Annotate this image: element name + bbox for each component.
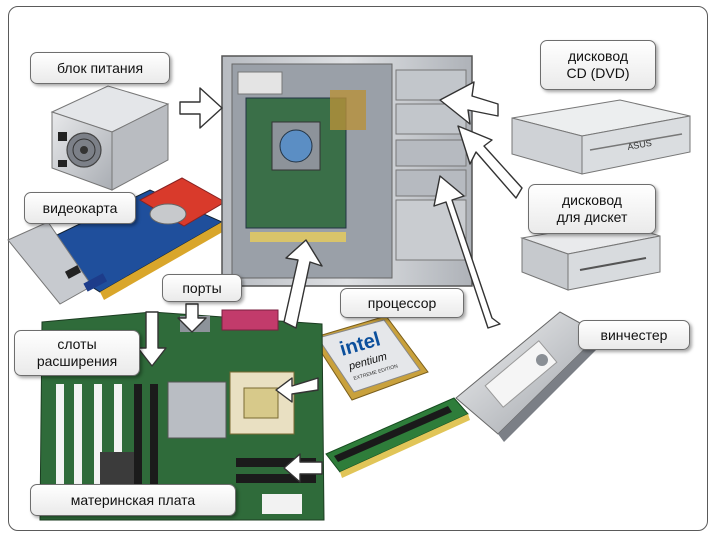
label-ports: порты — [162, 274, 242, 302]
label-hard-disk: винчестер — [578, 320, 690, 350]
label-processor: процессор — [340, 288, 464, 318]
label-expansion-slots: слоты расширения — [14, 330, 140, 376]
computer-case — [222, 56, 472, 286]
label-power-supply: блок питания — [30, 52, 170, 84]
arrow-psu-to-case — [180, 88, 222, 128]
label-motherboard: материнская плата — [30, 484, 236, 516]
power-supply-unit — [52, 86, 168, 190]
label-cd-dvd-drive: дисковод CD (DVD) — [540, 40, 656, 90]
ram-module — [326, 398, 470, 478]
cpu-chip: intel pentium EXTREME EDITION — [312, 316, 428, 400]
label-video-card: видеокарта — [24, 192, 136, 224]
label-floppy-drive: дисковод для дискет — [528, 184, 656, 234]
cd-dvd-drive: ASUS — [512, 100, 690, 174]
